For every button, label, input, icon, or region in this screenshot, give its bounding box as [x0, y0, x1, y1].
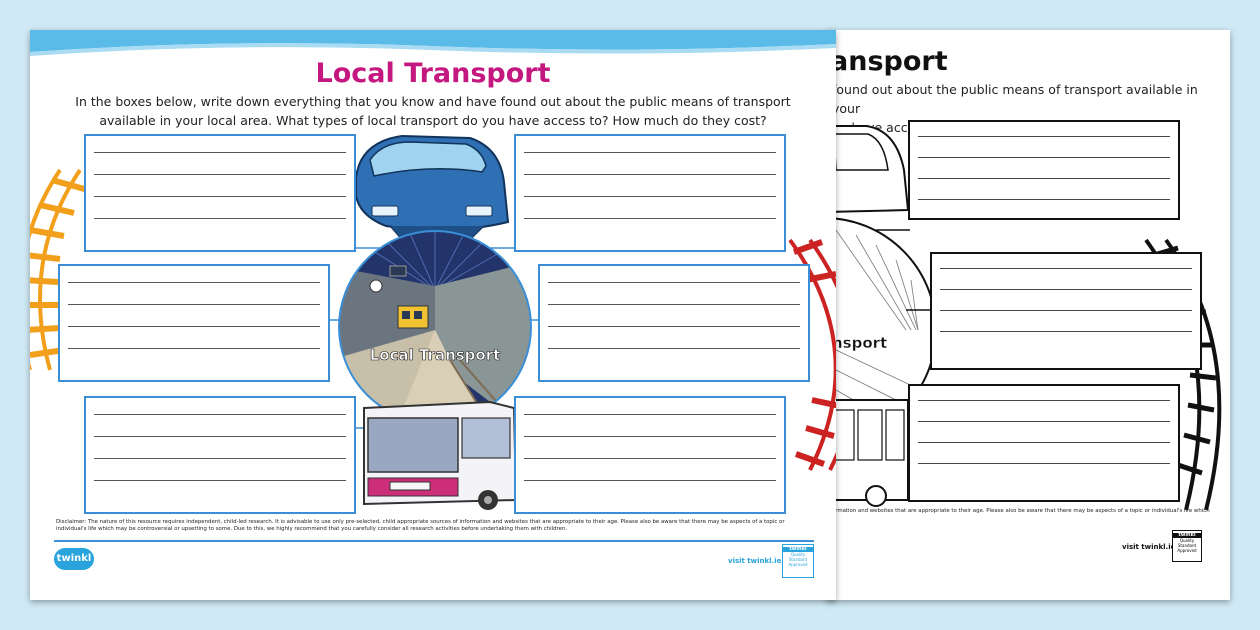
badge-line-1: twinkl	[783, 547, 813, 552]
intro-text: In the boxes below, write down everythin…	[75, 94, 791, 128]
station-circle	[339, 231, 531, 423]
back-quality-badge: twinkl Quality Standard Approved	[1172, 530, 1202, 562]
disclaimer-text: Disclaimer: The nature of this resource …	[56, 519, 785, 532]
quality-badge: twinkl Quality Standard Approved	[782, 544, 814, 578]
writing-box-top-left[interactable]	[84, 134, 356, 252]
page-title: Local Transport	[315, 58, 551, 89]
writing-box-top-right[interactable]	[514, 134, 786, 252]
worksheet-black-white-preview: ansport found out about the public means…	[826, 30, 1230, 600]
header-wave	[30, 30, 836, 56]
back-badge-line-1: twinkl	[1173, 533, 1201, 538]
front-illustrations: Local Transport	[30, 134, 836, 510]
writing-box-bottom-right[interactable]	[514, 396, 786, 514]
orange-rail-track	[30, 168, 89, 371]
visit-link[interactable]: visit twinkl.ie	[728, 557, 782, 565]
back-disclaimer: formation and websites that are appropri…	[830, 508, 1210, 514]
writing-box-mid-left[interactable]	[58, 264, 330, 382]
twinkl-logo: twinkl	[54, 548, 94, 570]
back-title: ansport	[830, 46, 948, 77]
footer-divider	[54, 540, 814, 542]
back-badge-line-3: Approved	[1177, 548, 1197, 553]
back-writing-box-1	[908, 120, 1180, 220]
bus-illustration	[363, 400, 518, 510]
back-intro-line-1: found out about the public means of tran…	[832, 82, 1198, 116]
back-visit-link: visit twinkl.ie	[1122, 543, 1176, 551]
back-badge-line-2: Quality Standard	[1177, 538, 1197, 548]
twinkl-logo-text: twinkl	[56, 553, 92, 564]
back-writing-box-2	[930, 252, 1202, 370]
back-writing-box-3	[908, 384, 1180, 502]
writing-box-mid-right[interactable]	[538, 264, 810, 382]
circle-label: Local Transport	[370, 346, 501, 364]
badge-line-2: Quality Standard	[788, 552, 808, 562]
badge-line-3: Approved	[788, 562, 808, 567]
train-window-outline	[833, 133, 889, 171]
worksheet-colour-preview: Local Transport In the boxes below, writ…	[30, 30, 836, 600]
writing-box-bottom-left[interactable]	[84, 396, 356, 514]
back-circle-label: nsport	[832, 334, 887, 352]
train-illustration	[355, 134, 510, 241]
